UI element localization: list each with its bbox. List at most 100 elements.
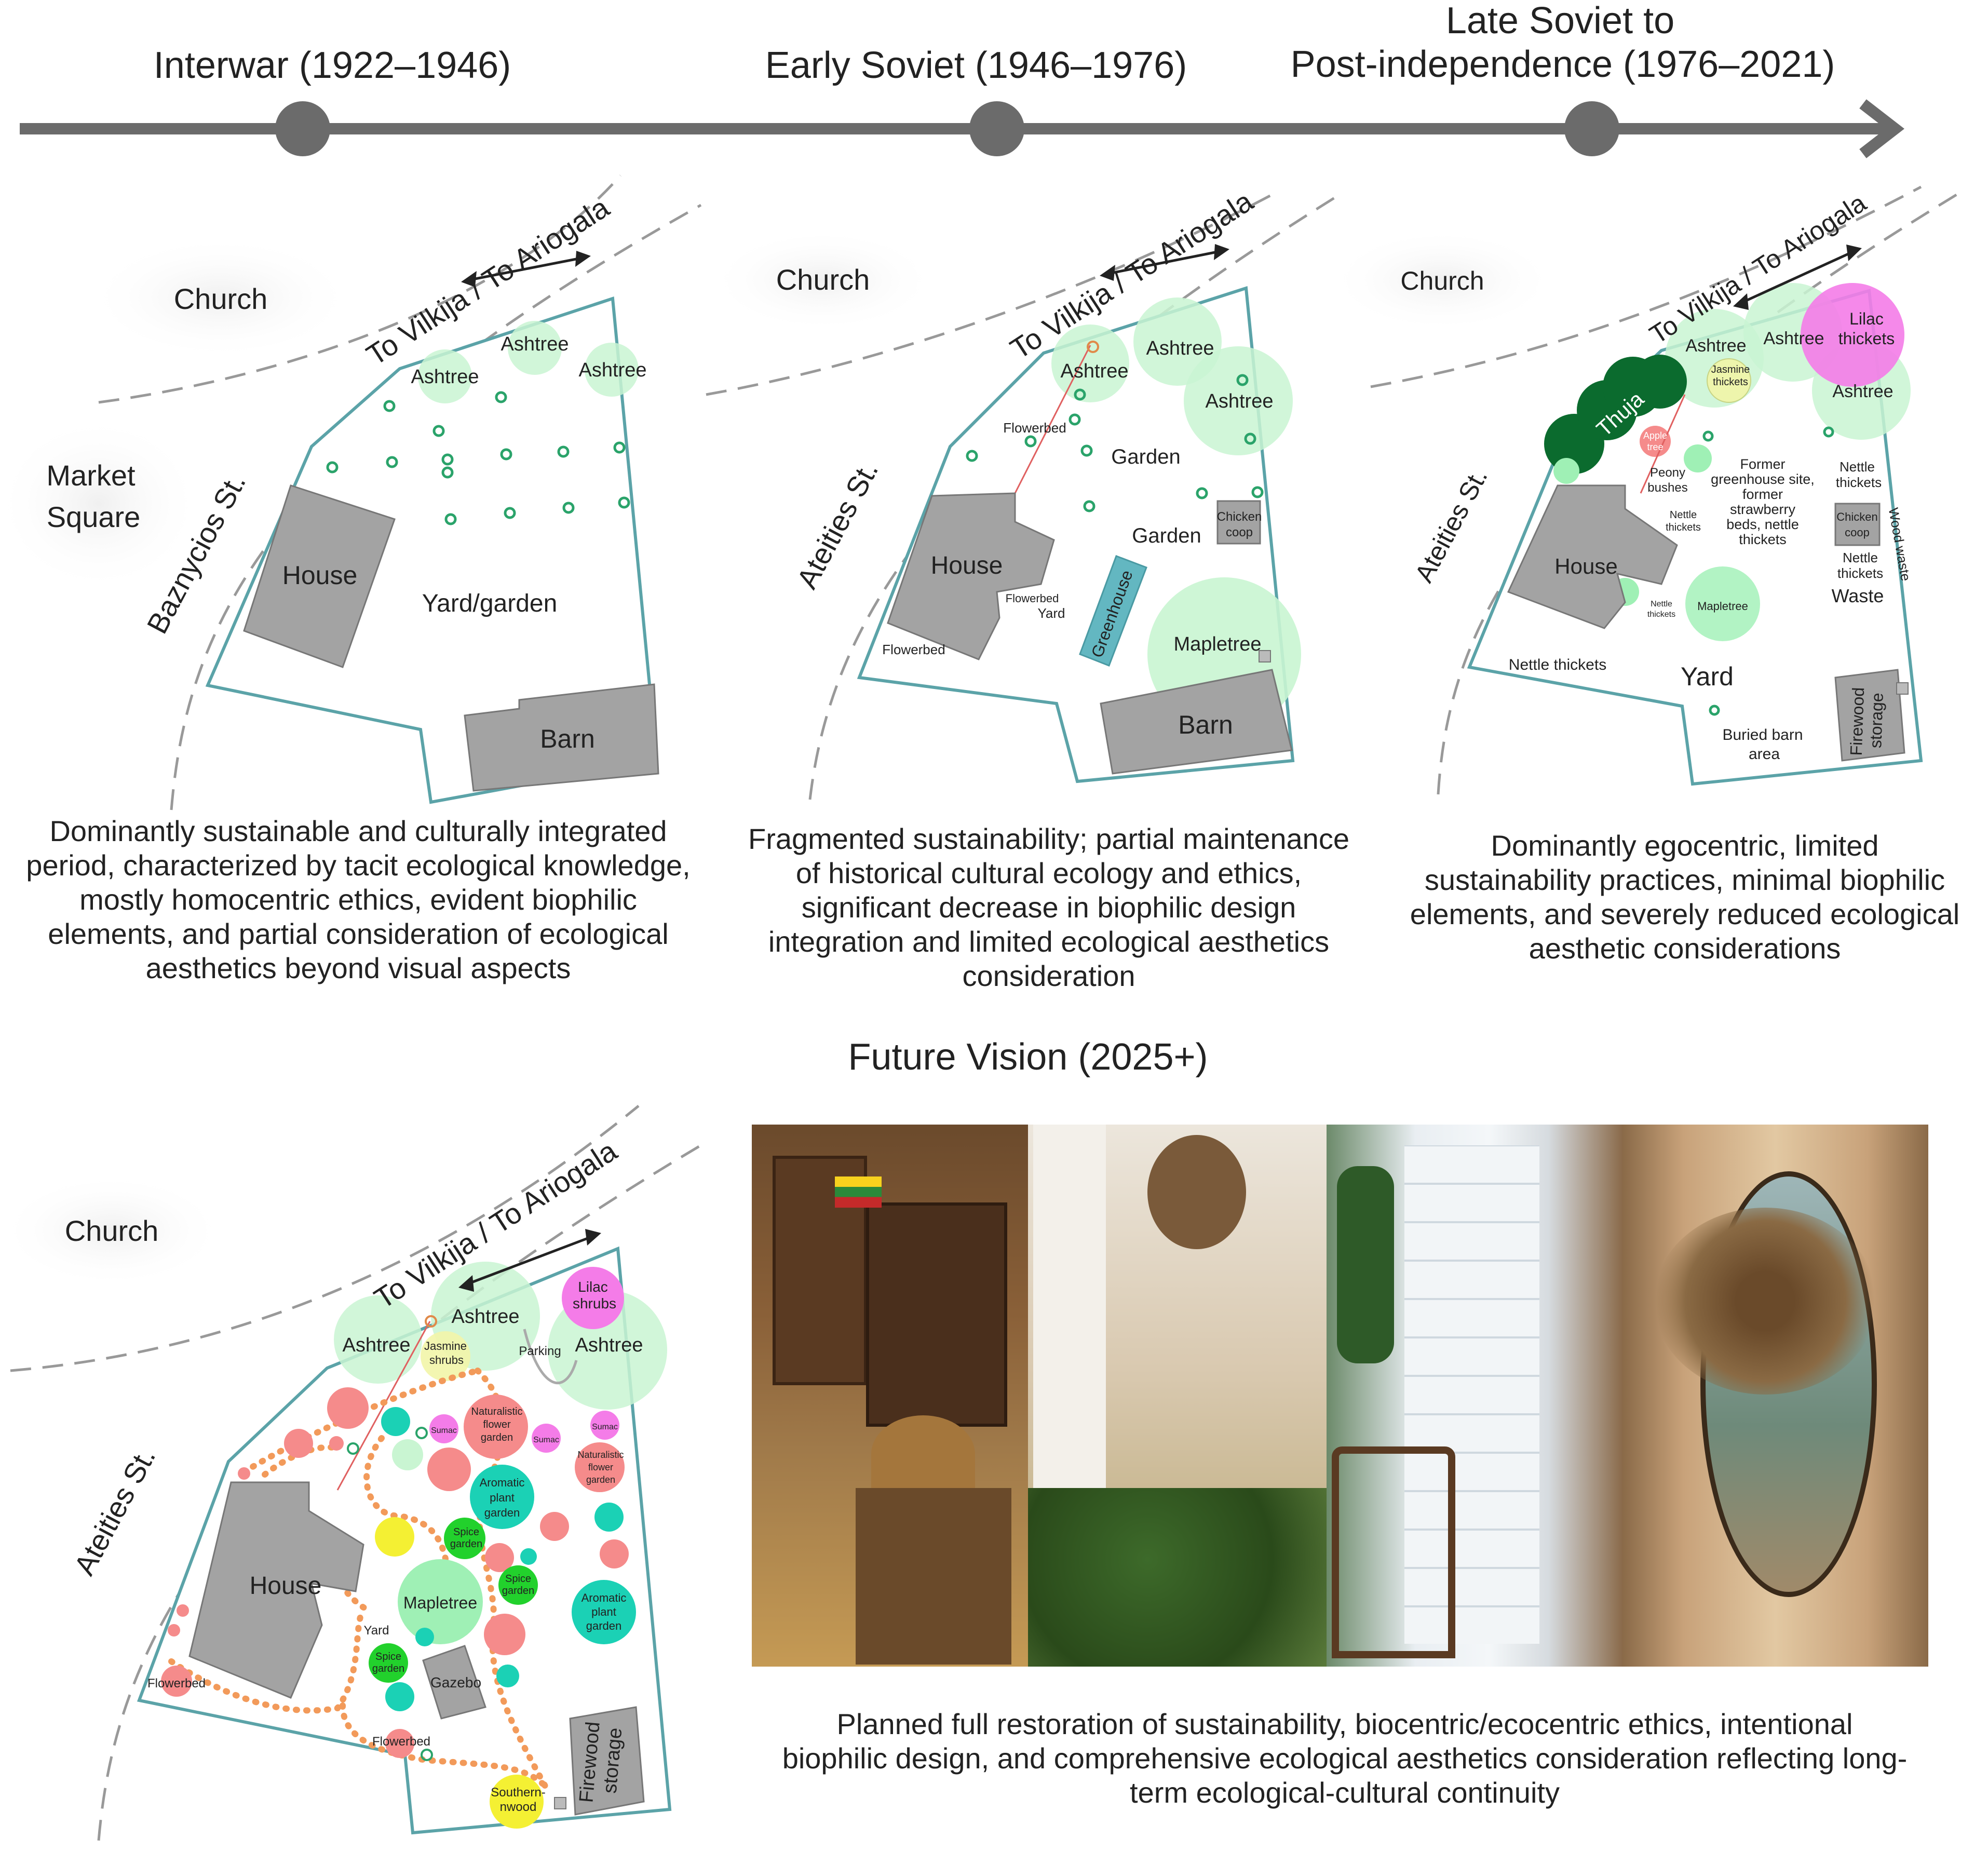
dried-herbs-shape <box>1654 1208 1877 1395</box>
road-direction-arrow <box>464 1234 595 1287</box>
nettle-label-line2: thickets <box>1837 565 1883 581</box>
chair-shape <box>1332 1446 1455 1658</box>
spice-garden <box>369 1643 408 1683</box>
aromatic-label-line2: plant <box>591 1605 616 1618</box>
gazebo-building <box>422 1645 486 1720</box>
caption-line: consideration <box>962 959 1135 992</box>
small-trees-grid <box>326 391 630 525</box>
jasmine-label-line2: thickets <box>1713 376 1748 388</box>
nettle-label-line1: Nettle <box>1651 600 1672 608</box>
caption-line: of historical cultural ecology and ethic… <box>795 857 1302 889</box>
market-label-line1: Market <box>46 459 136 492</box>
flower-shrub <box>161 1666 192 1697</box>
spice-garden <box>444 1518 485 1559</box>
yard-label: Yard/garden <box>422 590 558 617</box>
lilac-thickets <box>1801 283 1904 387</box>
naturalistic-label-line1: Naturalistic <box>577 1450 624 1460</box>
aromatic-plant-garden <box>572 1580 636 1644</box>
mapletree-canopy <box>398 1559 483 1644</box>
caption-line: mostly homocentric ethics, evident bioph… <box>79 883 637 916</box>
former-label-line: Former <box>1740 456 1786 472</box>
caption-late-soviet: Dominantly egocentric, limited sustainab… <box>1391 829 1978 966</box>
aromatic-label-line3: garden <box>484 1506 520 1519</box>
naturalistic-flower-garden <box>464 1395 528 1459</box>
flower-shrub <box>327 1387 369 1429</box>
road-line-upper <box>706 193 1273 396</box>
caption-line: Planned full restoration of sustainabili… <box>836 1708 1853 1740</box>
nettle-label-line1: Nettle <box>1670 509 1697 521</box>
ashtree-canopy <box>1184 346 1293 455</box>
mapletree-label: Mapletree <box>1697 600 1748 613</box>
flower-shrub <box>540 1512 569 1541</box>
former-greenhouse-label: Former greenhouse site, former strawberr… <box>1711 456 1815 547</box>
flower-shrub <box>168 1624 180 1636</box>
yard-label: Yard <box>1038 605 1065 621</box>
yard-label: Yard <box>1681 662 1734 691</box>
firewood-storage-building <box>1834 669 1905 762</box>
road-arrow-tip-left <box>1100 265 1115 281</box>
ashtree-canopy <box>334 1295 422 1384</box>
garden-label: Garden <box>1132 524 1201 547</box>
street-label: Ateities St. <box>790 456 884 594</box>
market-area <box>0 415 202 592</box>
road-arrow-tip-left <box>461 271 477 287</box>
house-label: House <box>250 1572 322 1600</box>
clothesline <box>1014 345 1091 494</box>
sumac-label: Sumac <box>431 1426 457 1435</box>
thuja-tree <box>1633 355 1687 409</box>
road-line-upper <box>10 1105 640 1372</box>
jasmine-label-line1: Jasmine <box>424 1340 467 1352</box>
greenhouse-building <box>1079 555 1147 667</box>
road-line-upper <box>1370 185 1922 388</box>
chicken-coop-building <box>1834 503 1881 546</box>
yard-label: Yard <box>364 1624 389 1638</box>
caption-line: sustainability practices, minimal biophi… <box>1424 863 1945 896</box>
small-shrub <box>1684 444 1712 472</box>
aromatic-label-line3: garden <box>586 1619 622 1632</box>
period-label-early-soviet: Early Soviet (1946–1976) <box>765 45 1187 86</box>
naturalistic-label-line2: flower <box>588 1462 613 1472</box>
caption-interwar: Dominantly sustainable and culturally in… <box>5 814 711 985</box>
flower-shrub <box>600 1539 629 1568</box>
peony-label-line1: Peony <box>1650 466 1685 480</box>
kitchen-interior-photo <box>752 1125 1028 1667</box>
road-arrow-tip-right <box>585 1229 601 1246</box>
map-interwar: Church Market Square To Vilkija / To Ari… <box>0 174 702 810</box>
caption-line: Dominantly sustainable and culturally in… <box>49 815 667 847</box>
road-arrow-tip-right <box>1214 244 1229 260</box>
aromatic-label-line2: plant <box>490 1491 515 1504</box>
small-shed <box>1259 650 1271 662</box>
small-trees <box>1702 426 1834 716</box>
apple-tree <box>1640 426 1671 457</box>
chicken-coop-label-line2: coop <box>1226 525 1253 539</box>
road-arrow-tip-left <box>458 1275 474 1292</box>
spice-label-line1: Spice <box>505 1573 531 1585</box>
ashtree-label: Ashtree <box>1206 390 1274 412</box>
window-greenery-photo <box>1028 1125 1327 1667</box>
road-direction-arrow <box>467 256 585 282</box>
caption-early-soviet: Fragmented sustainability; partial maint… <box>727 822 1371 993</box>
map-late-soviet: Church To Vilkija / To Ariogala Ateities… <box>1328 185 1964 795</box>
caption-line: aesthetic considerations <box>1529 932 1841 965</box>
ashtree-canopy <box>418 349 472 403</box>
flower-shrub <box>385 1729 414 1758</box>
firewood-storage-building <box>569 1706 645 1816</box>
spice-label-line2: garden <box>450 1538 482 1550</box>
photo-strip <box>752 1125 1928 1667</box>
aromatic-shrub <box>385 1682 414 1711</box>
caption-line: elements, and partial consideration of e… <box>48 917 669 950</box>
small-shrub <box>1553 458 1579 484</box>
church-label: Church <box>776 263 870 296</box>
mirror-herbs-photo <box>1622 1125 1928 1667</box>
lilac-label-line2: thickets <box>1838 329 1895 348</box>
ashtree-label: Ashtree <box>1061 360 1129 382</box>
aromatic-shrub <box>520 1548 537 1565</box>
caption-line: aesthetics beyond visual aspects <box>145 952 571 984</box>
ashtree-label: Ashtree <box>1146 337 1214 359</box>
small-tree <box>421 1749 433 1761</box>
aromatic-shrub <box>496 1665 519 1687</box>
timeline-marker-late-soviet <box>1564 101 1619 156</box>
small-tree <box>347 1442 359 1455</box>
waste-label: Waste <box>1832 585 1884 606</box>
naturalistic-label-line3: garden <box>586 1475 615 1485</box>
